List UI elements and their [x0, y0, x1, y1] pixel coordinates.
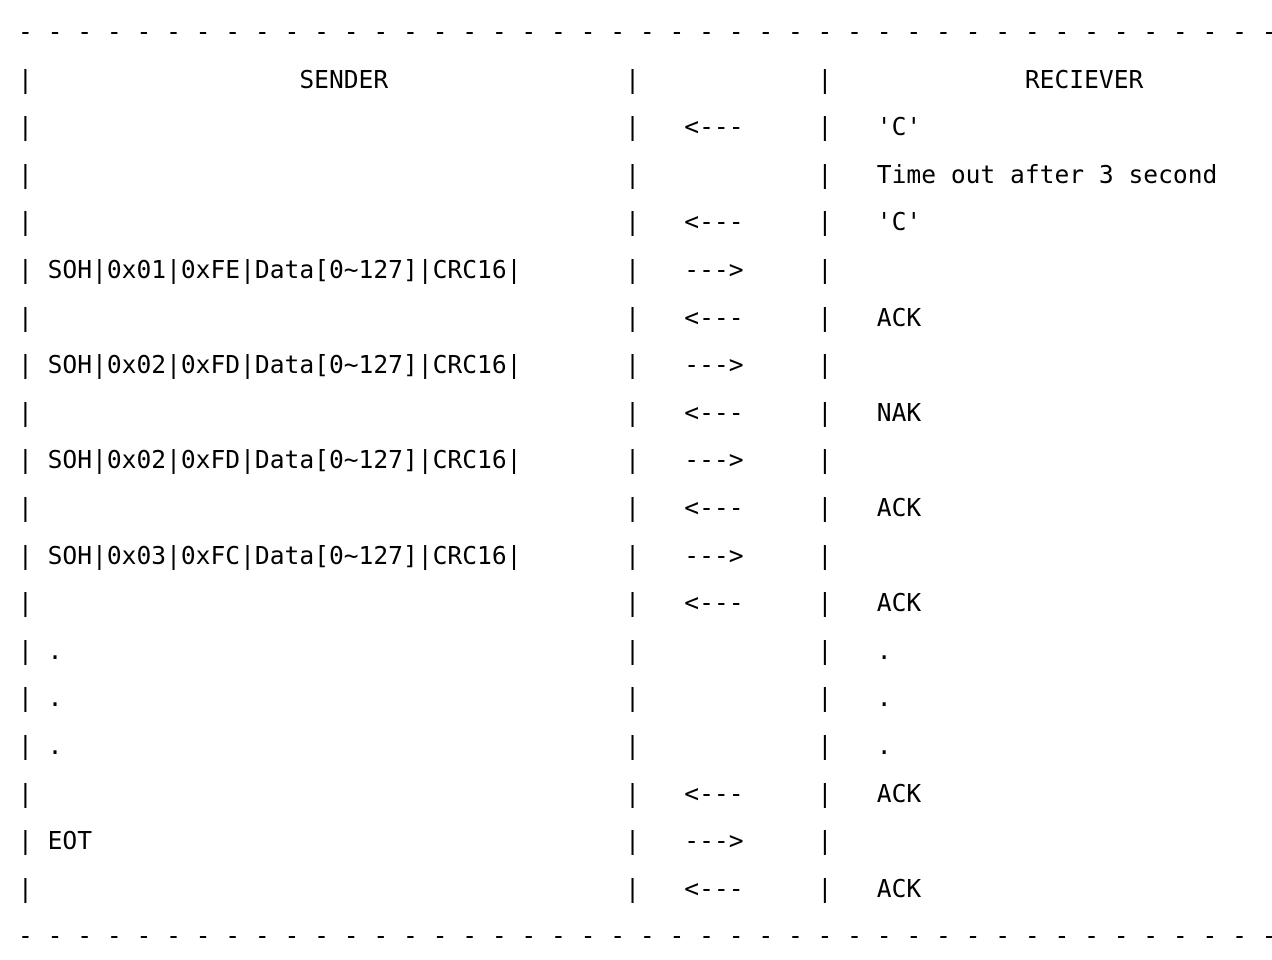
ascii-line: | | <--- | ACK | — [18, 778, 1272, 808]
ascii-line: | . | | . | — [18, 683, 1272, 713]
ascii-diagram-canvas: - - - - - - - - - - - - - - - - - - - - … — [18, 17, 1272, 950]
ascii-line: | SOH|0x02|0xFD|Data[0~127]|CRC16| | ---… — [18, 350, 1272, 380]
ascii-line: | SOH|0x02|0xFD|Data[0~127]|CRC16| | ---… — [18, 445, 1272, 475]
ascii-line: | | <--- | 'C' | — [18, 207, 1272, 237]
ascii-art-block: - - - - - - - - - - - - - - - - - - - - … — [18, 8, 1272, 960]
ascii-line: | SENDER | | RECIEVER | — [18, 64, 1272, 94]
ascii-line: | | <--- | ACK | — [18, 492, 1272, 522]
ascii-line: | SOH|0x01|0xFE|Data[0~127]|CRC16| | ---… — [18, 254, 1272, 284]
ascii-line: | EOT | ---> | | — [18, 826, 1272, 856]
ascii-line: - - - - - - - - - - - - - - - - - - - - … — [18, 17, 1272, 46]
ascii-line: | . | | . | — [18, 635, 1272, 665]
ascii-line: | | <--- | ACK | — [18, 588, 1272, 618]
ascii-line: | . | | . | — [18, 730, 1272, 760]
ascii-line: | | | Time out after 3 second | — [18, 159, 1272, 189]
ascii-line: | | <--- | ACK | — [18, 873, 1272, 903]
ascii-line: | | <--- | 'C' | — [18, 112, 1272, 142]
ascii-line: | | <--- | NAK | — [18, 397, 1272, 427]
ascii-line: - - - - - - - - - - - - - - - - - - - - … — [18, 921, 1272, 951]
ascii-line: | | <--- | ACK | — [18, 302, 1272, 332]
ascii-line: | SOH|0x03|0xFC|Data[0~127]|CRC16| | ---… — [18, 540, 1272, 570]
